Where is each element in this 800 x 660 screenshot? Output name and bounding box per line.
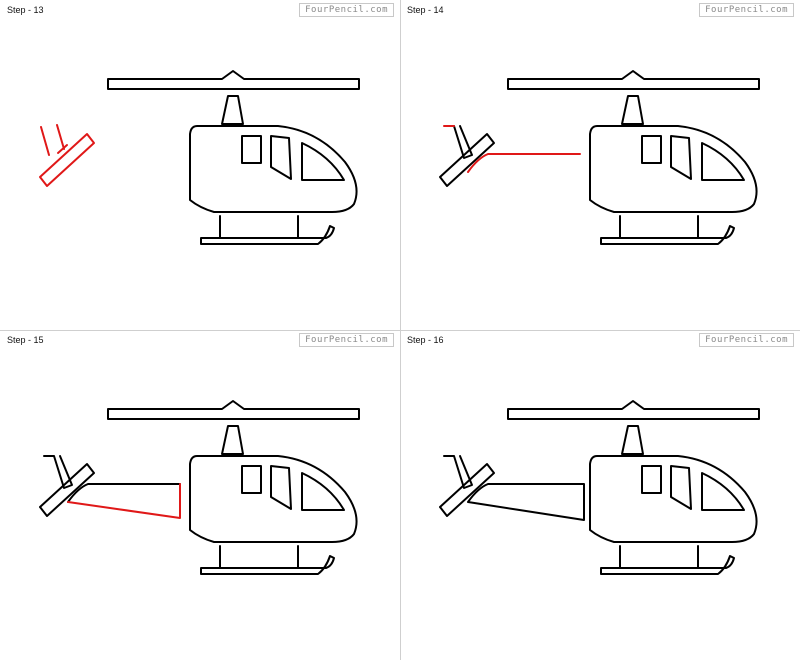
helicopter-drawing-14 (439, 70, 760, 245)
brand-watermark[interactable]: FourPencil.com (299, 3, 394, 17)
step-panel-15: Step - 15 FourPencil.com (0, 330, 400, 660)
helicopter-drawing-13 (39, 70, 360, 245)
step-label: Step - 14 (407, 5, 444, 15)
step-label: Step - 13 (7, 5, 44, 15)
step-label: Step - 15 (7, 335, 44, 345)
brand-watermark[interactable]: FourPencil.com (699, 333, 794, 347)
brand-watermark[interactable]: FourPencil.com (699, 3, 794, 17)
brand-watermark[interactable]: FourPencil.com (299, 333, 394, 347)
step-panel-13: Step - 13 FourPencil.com (0, 0, 400, 330)
step-panel-16: Step - 16 FourPencil.com (400, 330, 800, 660)
helicopter-drawing-16 (439, 400, 760, 575)
step-panel-14: Step - 14 FourPencil.com (400, 0, 800, 330)
helicopter-drawing-15 (39, 400, 360, 575)
horizontal-divider (0, 330, 800, 331)
step-label: Step - 16 (407, 335, 444, 345)
